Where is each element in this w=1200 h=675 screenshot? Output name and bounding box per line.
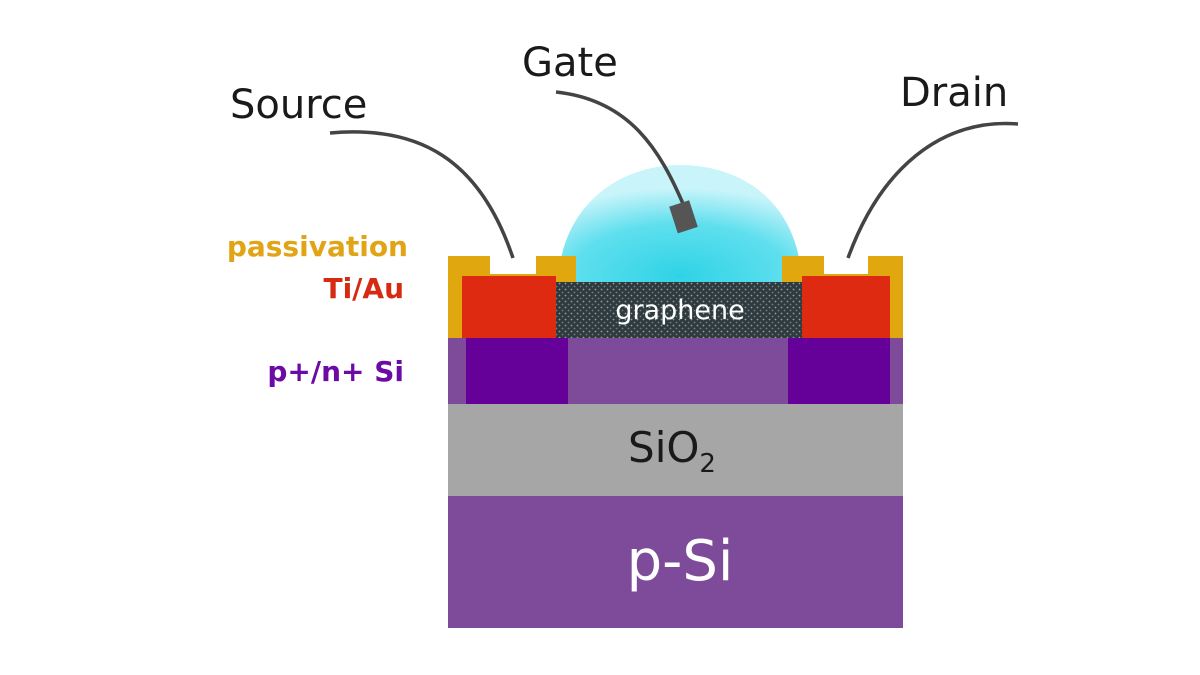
oxide-label-subscript: 2 bbox=[699, 449, 716, 479]
source-lead-wire bbox=[329, 130, 515, 259]
graphene-channel bbox=[556, 282, 802, 338]
drain-contact bbox=[802, 276, 890, 338]
gate-electrode-tip bbox=[669, 200, 698, 234]
contact-metal-label: Ti/Au bbox=[323, 272, 404, 305]
substrate-label: p-Si bbox=[627, 529, 734, 594]
passivation-left bbox=[448, 256, 576, 338]
oxide-layer bbox=[448, 404, 903, 496]
passivation-right bbox=[782, 256, 903, 338]
gate-lead-wire bbox=[555, 90, 686, 207]
drain-label: Drain bbox=[900, 70, 1008, 116]
passivation-label: passivation bbox=[227, 230, 408, 263]
source-label: Source bbox=[230, 82, 367, 128]
drain-lead-wire bbox=[846, 121, 1019, 259]
graphene-label: graphene bbox=[615, 295, 744, 326]
substrate-layer bbox=[448, 496, 903, 628]
gate-label: Gate bbox=[522, 40, 618, 86]
doped-region-source bbox=[466, 338, 568, 404]
doped-si-label: p+/n+ Si bbox=[267, 355, 404, 388]
oxide-label-base: SiO bbox=[628, 423, 699, 472]
source-contact bbox=[462, 276, 556, 338]
oxide-label: SiO2 bbox=[628, 423, 716, 479]
doped-region-drain bbox=[788, 338, 890, 404]
